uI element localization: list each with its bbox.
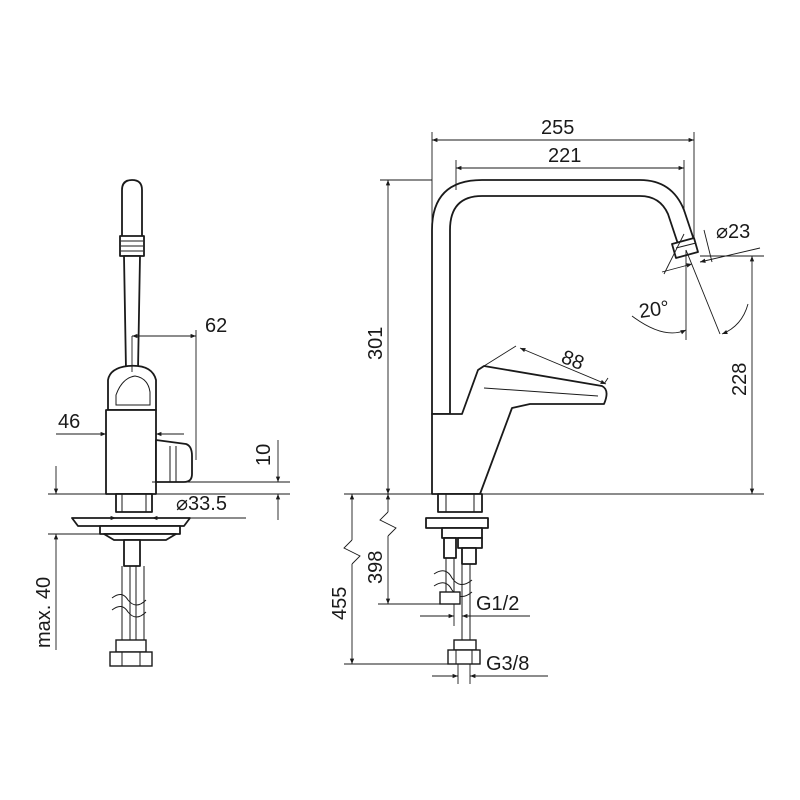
side-spout	[119, 179, 145, 371]
dimension-455: 455	[329, 493, 448, 665]
dim-diameter-23-label: ⌀23	[716, 221, 750, 243]
side-lever-handle	[107, 364, 157, 411]
dim-46-label: 46	[58, 411, 80, 433]
front-mounting	[425, 493, 489, 565]
dimension-max-40: max. 40	[33, 466, 116, 650]
dim-228-label: 228	[729, 363, 751, 396]
dim-255-label: 255	[541, 117, 574, 139]
side-mounting	[71, 493, 191, 567]
dim-398-label: 398	[365, 551, 387, 584]
thread-g38-label: G3/8	[486, 653, 529, 675]
dim-88-label: 88	[558, 346, 587, 375]
dimension-221: 221	[455, 145, 685, 212]
dimension-46: 46	[56, 411, 184, 437]
dimension-diameter-33-5: ⌀33.5	[100, 493, 246, 521]
side-hoses	[109, 566, 153, 667]
dimension-255: 255	[431, 117, 695, 240]
dimension-301: 301	[365, 179, 432, 495]
dim-62-label: 62	[205, 315, 227, 337]
dim-455-label: 455	[329, 587, 351, 620]
dim-diameter-33-5-label: ⌀33.5	[176, 493, 227, 515]
dimension-10: 10	[152, 440, 290, 520]
dim-301-label: 301	[365, 327, 387, 360]
dimension-62: 62	[131, 315, 227, 460]
dim-10-label: 10	[253, 444, 275, 466]
front-hoses	[433, 558, 481, 665]
thread-g12-callout: G1/2	[420, 593, 530, 626]
front-view: 255 221 ⌀23 20° 30	[329, 117, 764, 684]
dim-angle-20-label: 20°	[638, 297, 671, 323]
side-view: 62 46 10 ⌀33.5 max. 40	[33, 179, 290, 667]
front-body	[431, 365, 608, 495]
thread-g12-label: G1/2	[476, 593, 519, 615]
thread-g38-callout: G3/8	[432, 653, 548, 684]
dimension-diameter-23: ⌀23	[661, 221, 761, 275]
dimension-398: 398	[365, 494, 440, 605]
dim-221-label: 221	[548, 145, 581, 167]
side-body	[105, 409, 193, 495]
dimension-angle-20: 20°	[631, 249, 749, 340]
dim-max-40-label: max. 40	[33, 577, 55, 648]
dimension-228: 228	[480, 255, 764, 495]
